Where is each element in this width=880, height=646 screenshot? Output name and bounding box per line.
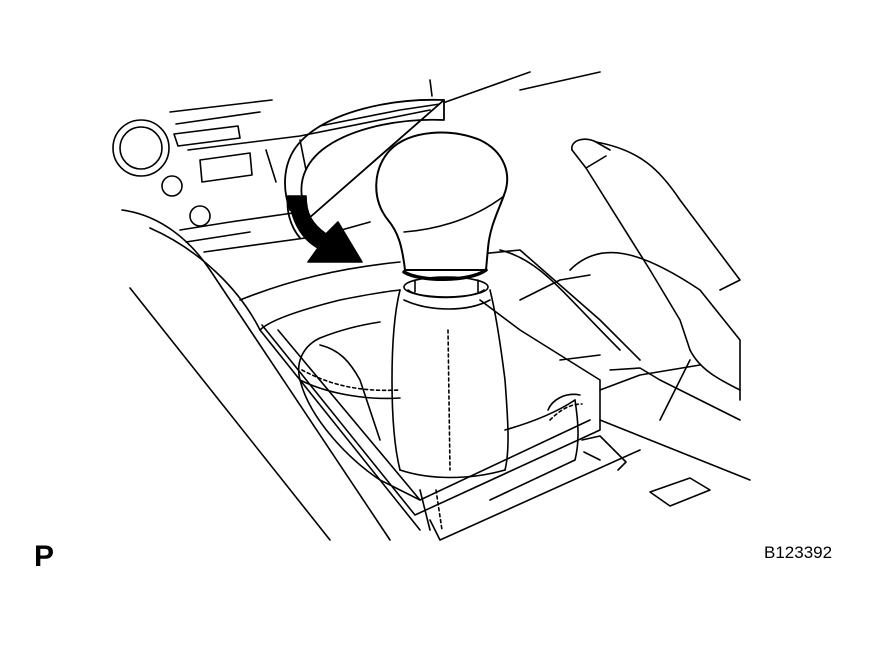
view-label: P xyxy=(34,540,55,573)
shift-knob xyxy=(375,131,509,281)
shift-boot xyxy=(298,321,583,531)
figure-code: B123392 xyxy=(764,543,833,562)
shift-lever-sleeve xyxy=(391,276,509,479)
rotate-counterclockwise-arrow-icon xyxy=(284,98,445,263)
dash-knobs xyxy=(112,119,211,227)
parking-brake-lever xyxy=(569,138,741,421)
floor-lines xyxy=(519,274,741,421)
center-console xyxy=(121,209,751,541)
